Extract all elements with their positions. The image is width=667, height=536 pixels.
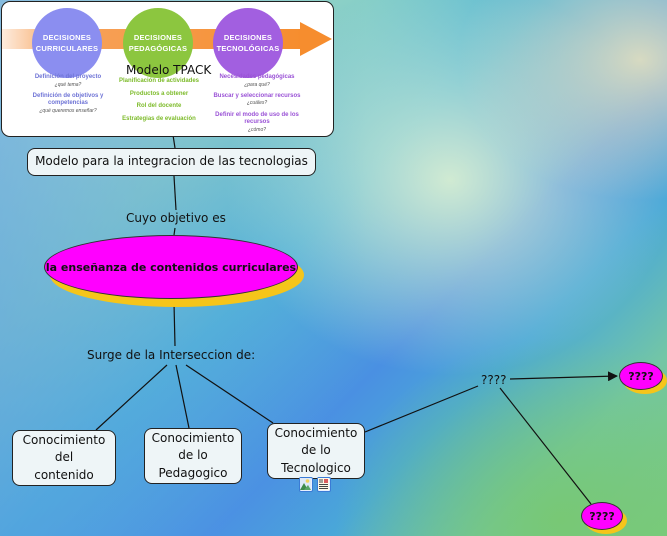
link-cuyo-ensenanza: [173, 227, 176, 236]
item-text: Definición de objetivos y competencias: [32, 92, 104, 107]
link-surge-pedagogico: [175, 364, 190, 429]
ellipse-shape: ????: [619, 362, 663, 390]
concept-label: ????: [628, 369, 654, 383]
tecnologicas-items: Necesidades pedagógicas ¿para qué? Busca…: [212, 74, 302, 133]
item-sub: ¿para qué?: [244, 81, 270, 88]
link-image-modelo: [172, 134, 176, 149]
link-modelo-cuyo: [173, 175, 177, 211]
item-text: Rol del docente: [136, 103, 182, 109]
concept-unknown-top[interactable]: ????: [619, 362, 667, 394]
concept-ensenanza[interactable]: la enseñanza de contenidos curriculares: [44, 235, 304, 307]
ellipse-shape: la enseñanza de contenidos curriculares: [44, 235, 298, 299]
link-label-unknown[interactable]: ????: [481, 373, 507, 387]
ellipse-shape: ????: [581, 502, 623, 530]
concept-unknown-bottom[interactable]: ????: [581, 502, 629, 536]
concept-label: ????: [589, 509, 615, 523]
item-text: Buscar y seleccionar recursos: [213, 92, 301, 99]
link-surge-tecnologico: [185, 364, 274, 424]
curriculares-items: Definición del proyecto ¿qué tema? Defin…: [28, 74, 108, 114]
item-sub: ¿qué queremos enseñar?: [39, 107, 97, 114]
link-unknown-top: [509, 371, 618, 382]
item-text: Necesidades pedagógicas: [219, 74, 295, 80]
item-text: Planificación de actividades: [118, 78, 200, 84]
concept-conocimiento-pedagogico[interactable]: Conocimiento de lo Pedagogico: [144, 428, 242, 484]
concept-label: Modelo para la integracion de las tecnol…: [35, 154, 308, 169]
link-label-cuyo-objetivo[interactable]: Cuyo objetivo es: [126, 211, 226, 225]
link-ensenanza-surge: [173, 302, 176, 347]
item-sub: ¿qué tema?: [54, 81, 82, 88]
document-resource-icon[interactable]: [317, 477, 331, 492]
item-text: Definir el modo de uso de los recursos: [215, 111, 299, 126]
item-sub: ¿cómo?: [247, 126, 267, 133]
link-label-surge[interactable]: Surge de la Interseccion de:: [87, 348, 256, 362]
item-sub: ¿cuáles?: [246, 100, 268, 107]
concept-label: la enseñanza de contenidos curriculares: [45, 260, 297, 274]
arrow-right-icon: [300, 22, 332, 56]
concept-conocimiento-contenido[interactable]: Conocimiento del contenido: [12, 430, 116, 486]
pedagogicas-items: Planificación de actividades Productos a…: [114, 78, 204, 123]
concept-modelo[interactable]: Modelo para la integracion de las tecnol…: [27, 148, 316, 176]
link-unknown-bottom: [499, 387, 592, 505]
item-text: Estrategias de evaluación: [122, 115, 196, 122]
link-surge-contenido: [95, 364, 168, 431]
item-text: Productos a obtener: [129, 90, 189, 97]
item-text: Definición del proyecto: [34, 74, 102, 80]
link-tecnologico-unknown: [364, 385, 479, 433]
tpack-caption: Modelo TPACK: [126, 63, 212, 77]
concept-conocimiento-tecnologico[interactable]: Conocimiento de lo Tecnologico: [267, 423, 365, 479]
image-resource-icon[interactable]: [299, 477, 313, 492]
